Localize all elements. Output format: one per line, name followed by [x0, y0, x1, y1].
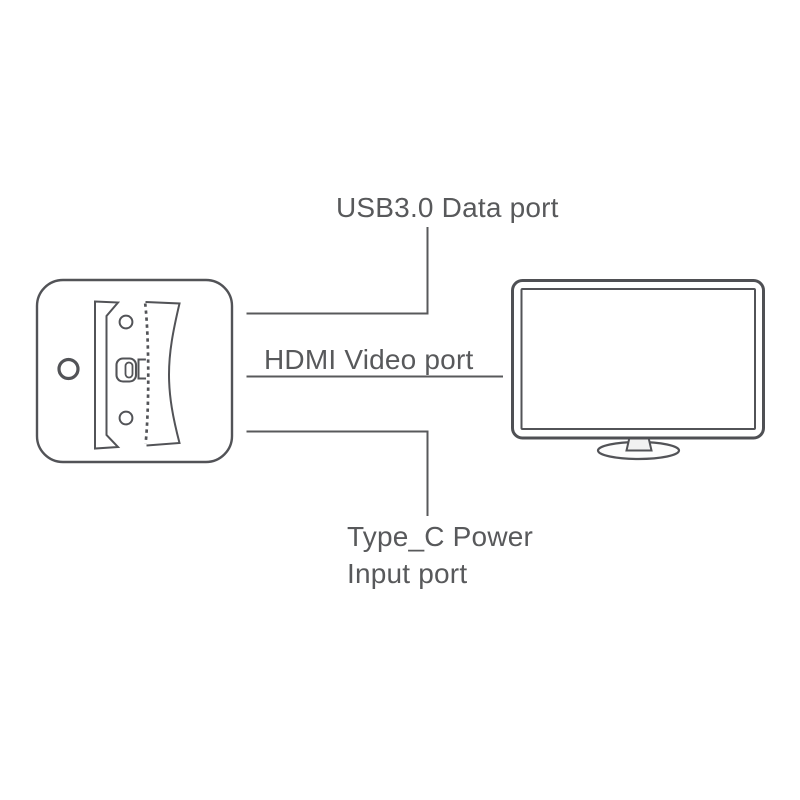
type-c-power-label-line2: Input port [347, 558, 468, 589]
monitor-screen [520, 288, 756, 430]
dock-right-cradle-fill [145, 302, 180, 446]
typec-leader-line [246, 430, 429, 516]
dock-left-slot-icon [94, 300, 121, 450]
usb-leader-line [246, 227, 429, 315]
dock-right-cradle-outline [145, 301, 181, 447]
dock-usbc-pin-icon [124, 361, 134, 379]
leader-lines [246, 227, 503, 516]
dock-ring-hole-icon [57, 357, 80, 381]
hdmi-video-port-label: HDMI Video port [264, 344, 474, 375]
type-c-power-input-port-label: Type_C Power Input port [347, 518, 533, 592]
type-c-power-label-line1: Type_C Power [347, 521, 534, 552]
monitor-icon [511, 279, 765, 461]
dock-screw-bottom-icon [118, 410, 134, 426]
dock-screw-top-icon [118, 314, 134, 330]
dock-cradle-dashed-edge-icon [143, 303, 150, 444]
dock-device-icon [35, 278, 234, 464]
usb-data-port-label: USB3.0 Data port [336, 192, 559, 223]
